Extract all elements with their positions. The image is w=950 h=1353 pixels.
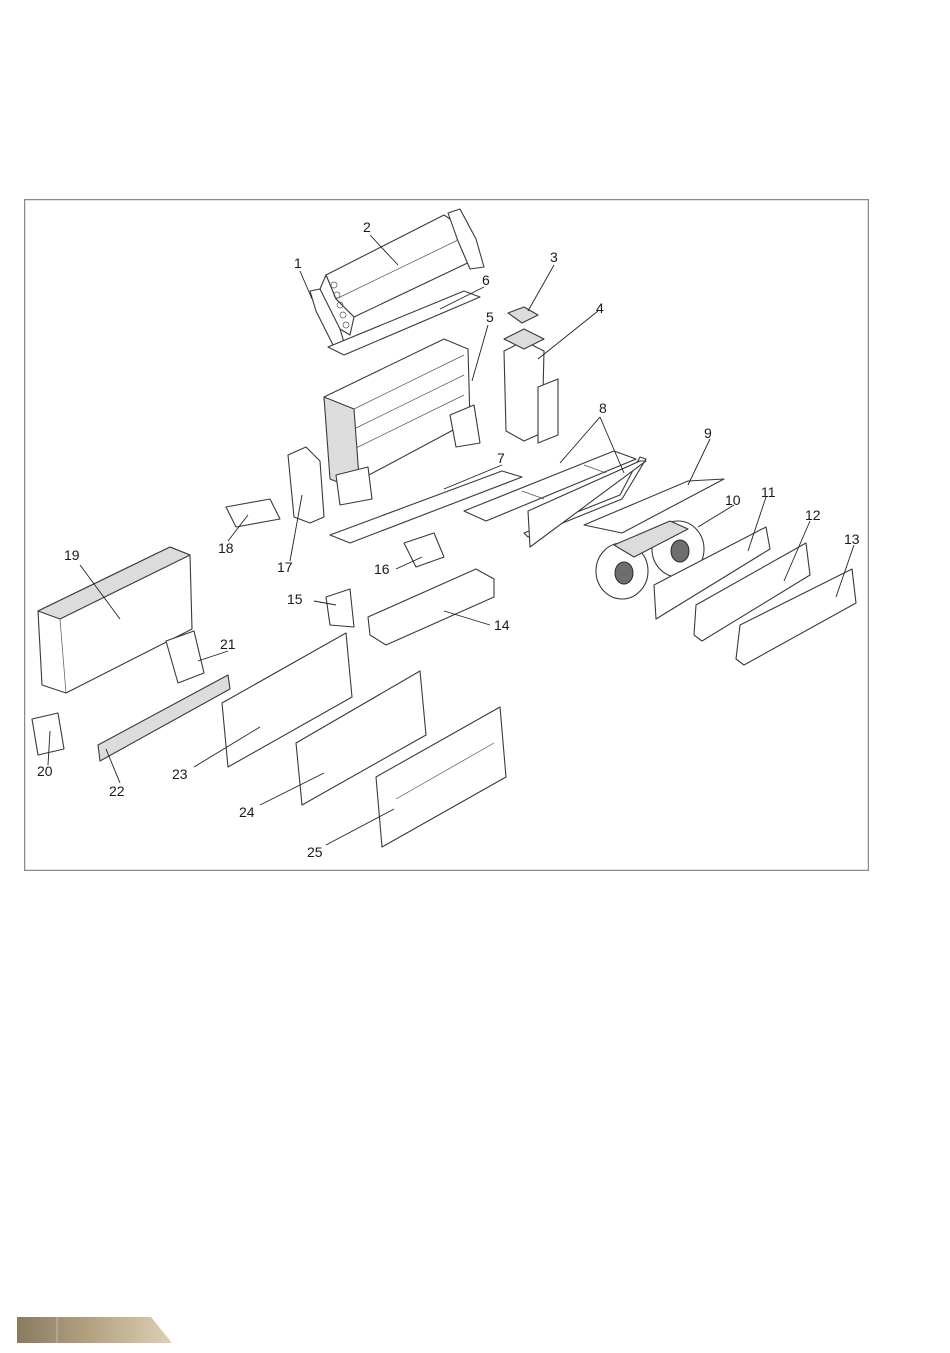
callout-11: 11 xyxy=(761,484,776,500)
footer-tab xyxy=(17,1317,172,1343)
callout-6: 6 xyxy=(482,272,490,288)
callout-12: 12 xyxy=(805,507,821,523)
callout-5: 5 xyxy=(486,309,494,325)
footer-tab-shape xyxy=(17,1317,172,1343)
callout-15: 15 xyxy=(287,591,303,607)
callout-10: 10 xyxy=(725,492,741,508)
exploded-parts-diagram: 1 2 3 4 5 6 7 8 9 10 11 12 13 14 15 16 1… xyxy=(24,199,869,871)
callout-1: 1 xyxy=(294,255,302,271)
callout-8: 8 xyxy=(599,400,607,416)
callout-25: 25 xyxy=(307,844,323,860)
callout-18: 18 xyxy=(218,540,234,556)
callout-14: 14 xyxy=(494,617,510,633)
callout-19: 19 xyxy=(64,547,80,563)
callout-2: 2 xyxy=(363,219,371,235)
callout-23: 23 xyxy=(172,766,188,782)
callout-17: 17 xyxy=(277,559,293,575)
callout-3: 3 xyxy=(550,249,558,265)
callout-21: 21 xyxy=(220,636,236,652)
callout-22: 22 xyxy=(109,783,125,799)
callout-13: 13 xyxy=(844,531,860,547)
callout-4: 4 xyxy=(596,300,604,316)
callout-24: 24 xyxy=(239,804,255,820)
callout-20: 20 xyxy=(37,763,53,779)
part-end-cap-left xyxy=(32,713,64,755)
callout-16: 16 xyxy=(374,561,390,577)
callout-9: 9 xyxy=(704,425,712,441)
callout-7: 7 xyxy=(497,450,505,466)
